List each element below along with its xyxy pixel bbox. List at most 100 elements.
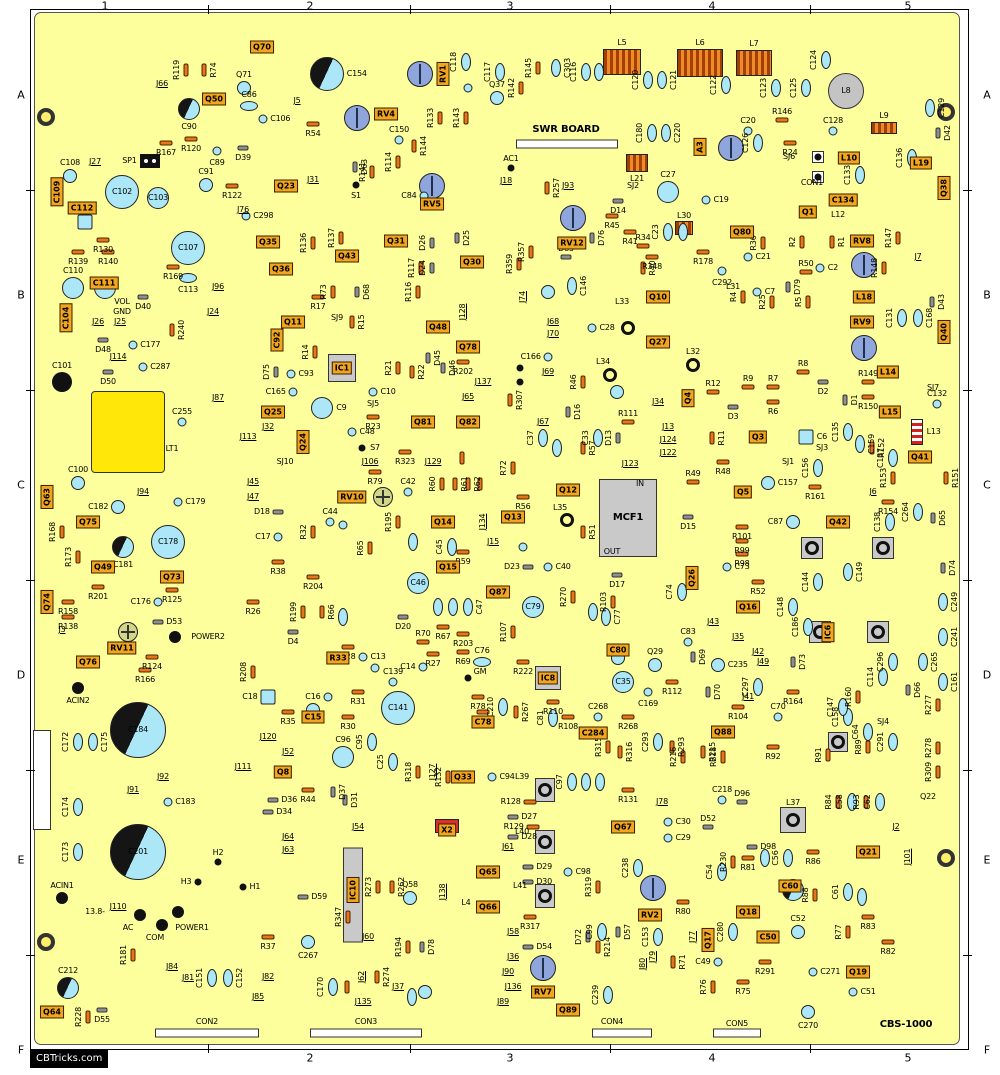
component-ring — [621, 321, 635, 335]
component-R36 — [760, 236, 766, 250]
component-R316 — [617, 745, 623, 759]
designator-Q3: Q3 — [748, 430, 768, 444]
component-C21 — [743, 252, 753, 262]
component-R108 — [561, 714, 575, 720]
designator-Q18: Q18 — [736, 905, 760, 919]
label-R257: R257 — [551, 177, 561, 199]
label-R125: R125 — [161, 594, 183, 604]
label-D17: D17 — [609, 579, 625, 589]
grid-tick — [410, 1044, 411, 1053]
component-C303 — [551, 59, 561, 77]
label-D74: D74 — [947, 560, 957, 576]
component-C106 — [258, 114, 268, 124]
component-R357 — [528, 245, 534, 259]
component-S1 — [352, 181, 360, 189]
designator-Q24: Q24 — [296, 430, 310, 454]
label-R129: R129 — [503, 822, 524, 831]
component-R101 — [735, 524, 749, 530]
label-D42: D42 — [942, 125, 952, 141]
label-J61: J61 — [502, 842, 514, 851]
label-J114: J114 — [109, 352, 127, 361]
component-el-v — [407, 988, 417, 1006]
component-R54 — [306, 121, 320, 127]
label-Q22: Q22 — [920, 792, 936, 801]
designator-Q26: Q26 — [685, 566, 699, 590]
label-R164: R164 — [782, 696, 804, 706]
label-R132: R132 — [433, 766, 443, 788]
label-C56: C56 — [771, 850, 780, 866]
component-D27 — [507, 814, 519, 820]
component-C141 — [381, 691, 415, 725]
component-R93 — [863, 795, 869, 809]
component-R136 — [310, 236, 316, 250]
label-CON4: CON4 — [600, 1017, 624, 1026]
component-C183 — [163, 797, 173, 807]
label-C131: C131 — [885, 307, 894, 329]
label-R14: R14 — [300, 344, 310, 360]
label-R86: R86 — [805, 856, 821, 866]
label-R48: R48 — [715, 466, 731, 476]
label-R137: R137 — [326, 227, 336, 249]
label-J24: J24 — [207, 307, 219, 316]
designator-C111: C111 — [89, 276, 119, 290]
component-C131 — [897, 309, 907, 327]
label-C107: C107 — [177, 243, 199, 252]
component-C93 — [286, 369, 296, 379]
label-GM: GM — [473, 667, 487, 676]
component-C179 — [173, 497, 183, 507]
label-C249: C249 — [950, 591, 959, 613]
label-C220: C220 — [673, 122, 682, 144]
label-J111: J111 — [234, 762, 252, 771]
component-C182 — [111, 500, 125, 514]
component-C150 — [394, 135, 404, 145]
label-D23: D23 — [504, 562, 520, 571]
component-R214 — [595, 940, 601, 954]
component-R88 — [812, 888, 818, 902]
designator-Q17: Q17 — [701, 928, 715, 952]
component-R104 — [731, 704, 745, 710]
component-R74 — [201, 63, 207, 77]
label-C118: C118 — [449, 51, 458, 73]
label-C125: C125 — [789, 77, 798, 99]
label-D66: D66 — [912, 682, 922, 698]
label-J49: J49 — [757, 657, 769, 666]
label-R316: R316 — [624, 741, 634, 763]
label-D39: D39 — [235, 152, 251, 162]
label-R160: R160 — [843, 686, 853, 708]
component-R133 — [437, 111, 443, 125]
component-R158 — [61, 599, 75, 605]
component-R57 — [580, 441, 586, 455]
component-el-v — [588, 603, 598, 621]
designator-RV10: RV10 — [337, 490, 367, 504]
label-R222: R222 — [512, 666, 534, 676]
component-R230 — [730, 855, 736, 869]
label-C201: C201 — [127, 847, 149, 856]
component-C146 — [567, 277, 577, 295]
component-R152 — [869, 441, 875, 455]
label-R140: R140 — [97, 256, 119, 266]
component-C267 — [301, 935, 315, 949]
label-C181: C181 — [112, 560, 134, 569]
component-wht — [592, 1028, 652, 1038]
label-J34: J34 — [652, 397, 664, 406]
label-C49: C49 — [695, 957, 711, 966]
component-hole — [937, 849, 955, 867]
component-D76 — [589, 232, 595, 244]
designator-C284: C284 — [578, 726, 608, 740]
label-L13: L13 — [926, 427, 941, 436]
label-C25: C25 — [376, 754, 385, 770]
grid-tick — [963, 390, 972, 391]
component-C170 — [328, 978, 338, 996]
label-C121: C121 — [669, 69, 678, 91]
label-POWER2: POWER2 — [191, 632, 225, 641]
grid-tick — [963, 770, 972, 771]
label-R277: R277 — [923, 694, 933, 716]
component-C133 — [855, 166, 865, 184]
component-D54 — [522, 944, 534, 950]
component-R12 — [706, 389, 720, 395]
label-J70: J70 — [547, 329, 559, 338]
label-VOL: VOL — [114, 297, 130, 306]
component-cross — [373, 487, 393, 507]
component-C139 — [388, 677, 398, 687]
grid-col-top-2: 2 — [306, 0, 314, 13]
